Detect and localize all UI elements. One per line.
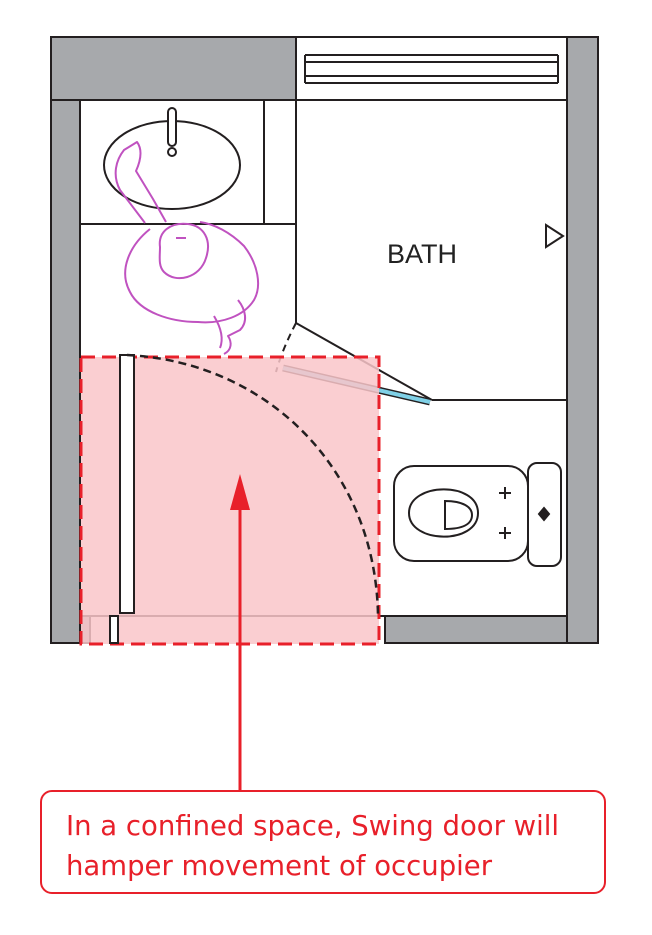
callout-line-1: In a confined space, Swing door will <box>66 810 560 842</box>
door-swing-icon <box>109 353 380 644</box>
sink-icon <box>103 107 241 210</box>
bath <box>295 100 567 401</box>
door-jamb-left <box>109 615 119 644</box>
bath-label: BATH <box>387 239 457 269</box>
wall-top-left <box>50 36 297 101</box>
toilet-icon <box>393 462 562 567</box>
wall-right <box>566 36 599 644</box>
flush-button-icon <box>537 506 551 522</box>
window <box>295 36 568 101</box>
toilet-plus-icons <box>499 487 511 539</box>
bath-door-arrow-icon <box>545 223 565 249</box>
wall-bottom-right <box>384 615 568 644</box>
door-leaf <box>119 354 135 614</box>
callout-box: In a confined space, Swing door will ham… <box>40 790 606 894</box>
arrow-head-icon <box>230 474 250 510</box>
door-swing-arc <box>126 353 380 617</box>
walls <box>50 36 599 644</box>
person-icon <box>114 141 260 355</box>
pointer-arrow <box>230 474 250 790</box>
callout-line-2: hamper movement of occupier <box>66 850 493 882</box>
wall-left <box>50 99 81 644</box>
